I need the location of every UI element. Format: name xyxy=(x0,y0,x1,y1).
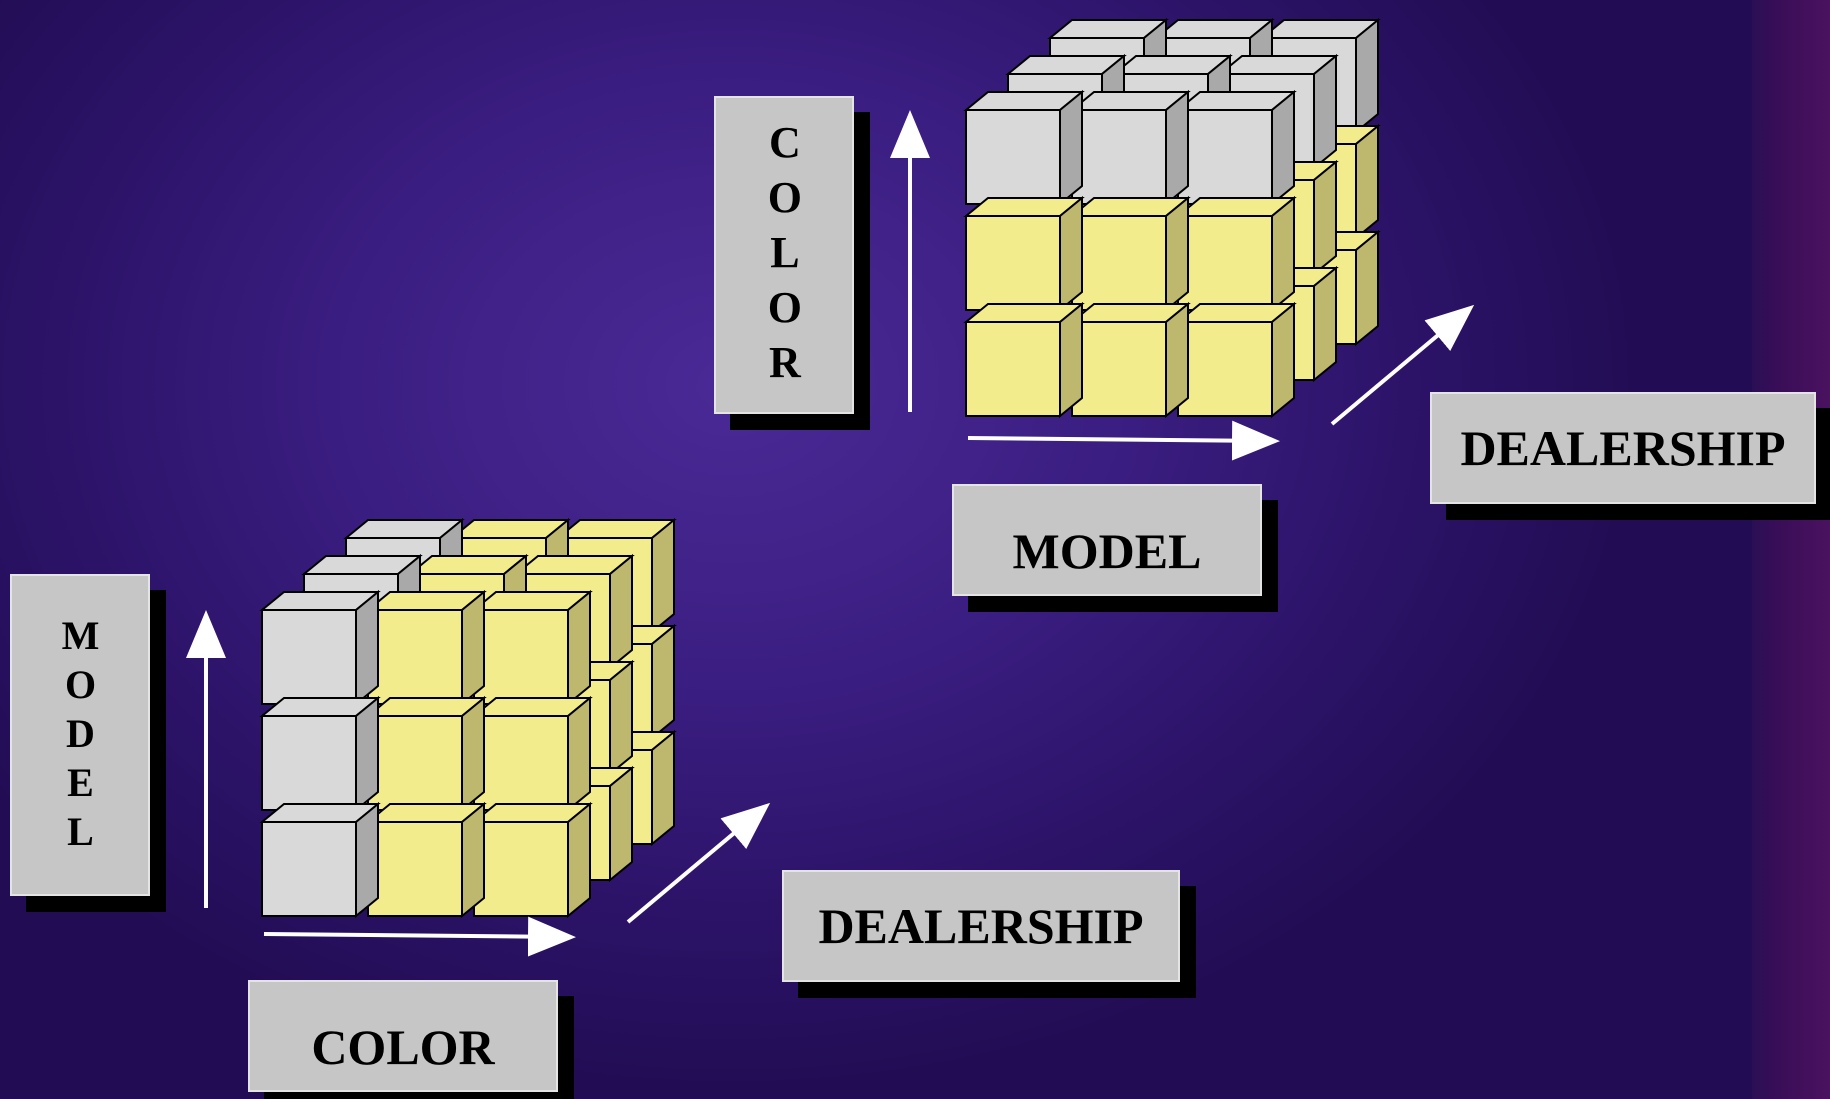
cube-cell-side xyxy=(1165,195,1189,313)
cube-color-model-dealership xyxy=(963,17,1381,419)
cube-cell-side xyxy=(609,765,633,883)
cube-cell-front xyxy=(473,609,569,705)
dealership-axis-label-text: DEALERSHIP xyxy=(818,898,1144,954)
color-axis-label-text: COLOR xyxy=(760,117,810,393)
cube-cell-front xyxy=(965,215,1061,311)
cube-cell-front xyxy=(261,609,357,705)
dealership-axis-label: DEALERSHIP xyxy=(1430,392,1816,504)
model-axis-label: MODEL xyxy=(10,574,150,896)
cube-cell-side xyxy=(651,623,675,741)
cube-cell-side xyxy=(651,517,675,635)
color-axis-arrow xyxy=(263,916,576,957)
dealership-axis-arrow xyxy=(626,802,771,924)
cube-cell-side xyxy=(1313,265,1337,383)
model-axis-arrow xyxy=(967,420,1280,461)
cube-cell-side xyxy=(1271,89,1295,207)
cube-cell-side xyxy=(1271,301,1295,419)
color-axis-label: COLOR xyxy=(248,980,558,1092)
dealership-axis-arrow xyxy=(1330,304,1475,426)
cube-cell-front xyxy=(1177,215,1273,311)
cube-cell-side xyxy=(1165,301,1189,419)
cube-cell-front xyxy=(367,609,463,705)
cube-cell-side xyxy=(609,553,633,671)
cube-cell-side xyxy=(1059,89,1083,207)
cube-cell-front xyxy=(1071,109,1167,205)
cube-cell-side xyxy=(461,589,485,707)
cube-cell-side xyxy=(461,801,485,919)
cube-cell-side xyxy=(567,589,591,707)
cube-cell-side xyxy=(1355,123,1379,241)
cube-cell-side xyxy=(1313,159,1337,277)
cube-cell-side xyxy=(1355,229,1379,347)
cube-cell-front xyxy=(367,715,463,811)
dealership-axis-label-text: DEALERSHIP xyxy=(1460,420,1786,476)
cube-cell-front xyxy=(1071,321,1167,417)
dealership-axis-label: DEALERSHIP xyxy=(782,870,1180,982)
cube-cell-side xyxy=(461,695,485,813)
cube-cell-side xyxy=(567,695,591,813)
color-axis-label: COLOR xyxy=(714,96,854,414)
cube-cell-side xyxy=(1059,195,1083,313)
cube-cell-front xyxy=(473,821,569,917)
cube-cell-front xyxy=(1177,321,1273,417)
cube-cell-side xyxy=(1355,17,1379,135)
cube-cell-side xyxy=(1059,301,1083,419)
cube-cell-side xyxy=(1313,53,1337,171)
cube-cell-side xyxy=(355,695,379,813)
cube-cell-side xyxy=(651,729,675,847)
cube-cell-front xyxy=(261,821,357,917)
cube-cell-front xyxy=(965,321,1061,417)
cube-cell-side xyxy=(355,801,379,919)
model-axis-label: MODEL xyxy=(952,484,1262,596)
cube-cell-side xyxy=(1165,89,1189,207)
color-axis-label-text: COLOR xyxy=(311,1019,495,1075)
cube-cell-front xyxy=(367,821,463,917)
cube-cell-side xyxy=(567,801,591,919)
cube-cell-side xyxy=(609,659,633,777)
model-axis-label-text: MODEL xyxy=(1012,523,1202,579)
cube-cell-front xyxy=(1177,109,1273,205)
cube-model-color-dealership xyxy=(259,517,677,919)
model-axis-label-text: MODEL xyxy=(58,612,103,858)
cube-cell-front xyxy=(965,109,1061,205)
cube-cell-front xyxy=(473,715,569,811)
right-edge-band xyxy=(1752,0,1830,1099)
cube-cell-side xyxy=(1271,195,1295,313)
cube-cell-front xyxy=(261,715,357,811)
cube-cell-side xyxy=(355,589,379,707)
cube-cell-front xyxy=(1071,215,1167,311)
